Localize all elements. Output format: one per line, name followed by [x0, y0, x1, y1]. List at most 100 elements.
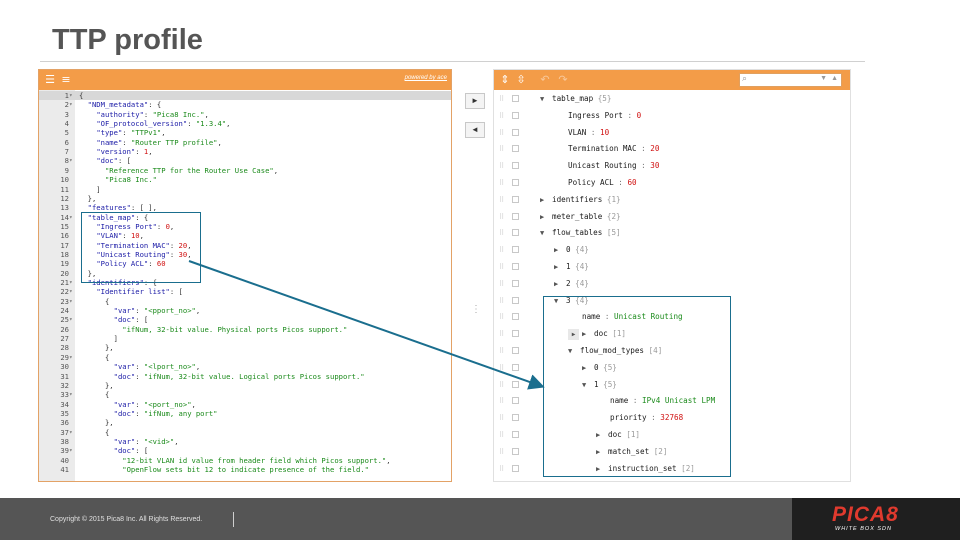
- drag-handle-icon[interactable]: ⠿: [499, 279, 505, 288]
- node-key[interactable]: 0: [594, 362, 599, 372]
- fold-toggle-icon[interactable]: ▾: [69, 353, 73, 361]
- code-line[interactable]: 32 },: [39, 381, 451, 390]
- node-key[interactable]: 1: [594, 379, 599, 389]
- row-checkbox[interactable]: [512, 431, 519, 438]
- code-line[interactable]: 8▾ "doc": [: [39, 156, 451, 165]
- node-value[interactable]: 32768: [660, 413, 684, 423]
- node-key[interactable]: doc: [594, 329, 608, 339]
- drag-handle-icon[interactable]: ⠿: [499, 162, 505, 171]
- row-checkbox[interactable]: [512, 246, 519, 254]
- code-line[interactable]: 40 "12-bit VLAN id value from header fie…: [39, 456, 451, 465]
- code-line[interactable]: 14▾ "table_map": {: [39, 213, 451, 222]
- row-checkbox[interactable]: [512, 279, 519, 287]
- copy-left-button[interactable]: ◄: [465, 122, 485, 138]
- fold-toggle-icon[interactable]: ▾: [69, 288, 73, 296]
- node-value[interactable]: 0: [636, 110, 642, 120]
- code-line[interactable]: 37▾ {: [39, 428, 451, 437]
- fold-toggle-icon[interactable]: ▾: [69, 391, 73, 399]
- drag-handle-icon[interactable]: ⠿: [499, 95, 505, 103]
- tree-row[interactable]: ⠿▶match_set [2]: [494, 444, 850, 461]
- expand-arrow-icon[interactable]: ▶: [540, 212, 545, 221]
- undo-icon[interactable]: ↶: [540, 73, 550, 86]
- row-checkbox[interactable]: [512, 397, 519, 405]
- search-next-icon[interactable]: ▼: [820, 75, 827, 82]
- code-area[interactable]: 1▾{2▾ "NDM_metadata": {3 "authority": "P…: [39, 90, 451, 481]
- drag-handle-icon[interactable]: ⠿: [499, 464, 505, 473]
- node-value[interactable]: IPv4 Unicast LPM: [642, 396, 716, 406]
- search-previous-icon[interactable]: ▲: [831, 75, 838, 82]
- node-key[interactable]: 2: [566, 278, 571, 288]
- code-line[interactable]: 13 "features": [ ],: [39, 203, 451, 212]
- collapse-arrow-icon[interactable]: ▼: [540, 95, 545, 103]
- code-line[interactable]: 12 },: [39, 194, 451, 203]
- code-line[interactable]: 4 "OF_protocol_version": "1.3.4",: [39, 119, 451, 128]
- drag-handle-icon[interactable]: ⠿: [499, 212, 505, 221]
- code-line[interactable]: 29▾ {: [39, 353, 451, 362]
- redo-icon[interactable]: ↷: [558, 73, 568, 86]
- drag-handle-icon[interactable]: ⠿: [499, 111, 505, 120]
- fold-toggle-icon[interactable]: ▾: [69, 157, 73, 165]
- node-value[interactable]: 60: [627, 178, 637, 187]
- expand-arrow-icon[interactable]: ▶: [540, 195, 545, 204]
- row-checkbox[interactable]: [512, 263, 519, 270]
- code-line[interactable]: 10 "Pica8 Inc.": [39, 175, 451, 184]
- code-line[interactable]: 16 "VLAN": 10,: [39, 231, 451, 240]
- node-key[interactable]: table_map: [552, 94, 594, 103]
- tree-row[interactable]: ⠿Termination MAC : 20: [494, 141, 850, 158]
- drag-handle-icon[interactable]: ⠿: [499, 195, 505, 204]
- code-line[interactable]: 11 ]: [39, 185, 451, 194]
- code-line[interactable]: 5 "type": "TTPv1",: [39, 128, 451, 137]
- code-line[interactable]: 41 "OpenFlow sets bit 12 to indicate pre…: [39, 465, 451, 474]
- context-menu-icon[interactable]: ▶: [568, 329, 579, 341]
- row-checkbox[interactable]: [512, 313, 519, 321]
- tree-row[interactable]: ⠿▶2 {4}: [494, 276, 850, 293]
- fold-toggle-icon[interactable]: ▾: [69, 279, 73, 286]
- code-line[interactable]: 23▾ {: [39, 297, 451, 306]
- expand-arrow-icon[interactable]: ▶: [596, 431, 601, 439]
- copy-right-button[interactable]: ►: [465, 93, 485, 109]
- tree-row[interactable]: ⠿▶meter_table {2}: [494, 209, 850, 226]
- tree-row[interactable]: ⠿▶0 {4}: [494, 242, 850, 259]
- code-line[interactable]: 30 "var": "<lport_no>",: [39, 362, 451, 371]
- drag-handle-icon[interactable]: ⠿: [499, 179, 505, 187]
- node-value[interactable]: 30: [650, 161, 660, 171]
- code-line[interactable]: 20 },: [39, 269, 451, 278]
- row-checkbox[interactable]: [512, 95, 519, 102]
- tree-row[interactable]: ⠿VLAN : 10: [494, 125, 850, 142]
- compact-icon[interactable]: ≡: [61, 73, 71, 86]
- drag-handle-icon[interactable]: ⠿: [499, 447, 505, 456]
- drag-handle-icon[interactable]: ⠿: [499, 347, 505, 355]
- powered-by-link[interactable]: powered by ace: [404, 75, 447, 81]
- code-line[interactable]: 9 "Reference TTP for the Router Use Case…: [39, 166, 451, 175]
- format-icon[interactable]: ☰: [45, 73, 55, 86]
- drag-handle-icon[interactable]: ⠿: [499, 145, 505, 154]
- code-line[interactable]: 36 },: [39, 418, 451, 427]
- code-line[interactable]: 28 },: [39, 343, 451, 352]
- code-line[interactable]: 3 "authority": "Pica8 Inc.",: [39, 110, 451, 119]
- fold-toggle-icon[interactable]: ▾: [69, 297, 73, 305]
- row-checkbox[interactable]: [512, 229, 519, 237]
- node-key[interactable]: priority: [610, 413, 647, 423]
- collapse-arrow-icon[interactable]: ▼: [540, 229, 545, 238]
- code-line[interactable]: 35 "doc": "ifNum, any port": [39, 409, 451, 418]
- tree-row[interactable]: ⠿Ingress Port : 0: [494, 108, 850, 125]
- drag-handle-icon[interactable]: ⠿: [499, 229, 505, 238]
- expand-arrow-icon[interactable]: ▶: [596, 447, 601, 456]
- row-checkbox[interactable]: [512, 464, 519, 472]
- code-line[interactable]: 18 "Unicast Routing": 30,: [39, 250, 451, 259]
- row-checkbox[interactable]: [512, 347, 519, 354]
- tree-row[interactable]: ⠿Unicast Routing : 30: [494, 158, 850, 175]
- row-checkbox[interactable]: [512, 363, 519, 371]
- drag-handle-icon[interactable]: ⠿: [499, 246, 505, 255]
- node-key[interactable]: meter_table: [552, 211, 603, 221]
- code-line[interactable]: 25▾ "doc": [: [39, 315, 451, 324]
- row-checkbox[interactable]: [512, 296, 519, 304]
- code-line[interactable]: 33▾ {: [39, 390, 451, 399]
- tree-row[interactable]: ⠿▶identifiers {1}: [494, 192, 850, 209]
- node-key[interactable]: VLAN: [568, 127, 587, 137]
- node-key[interactable]: name: [610, 396, 629, 406]
- splitter-handle-icon[interactable]: ⋮: [471, 304, 481, 315]
- row-checkbox[interactable]: [512, 179, 519, 186]
- row-checkbox[interactable]: [512, 380, 519, 388]
- row-checkbox[interactable]: [512, 195, 519, 203]
